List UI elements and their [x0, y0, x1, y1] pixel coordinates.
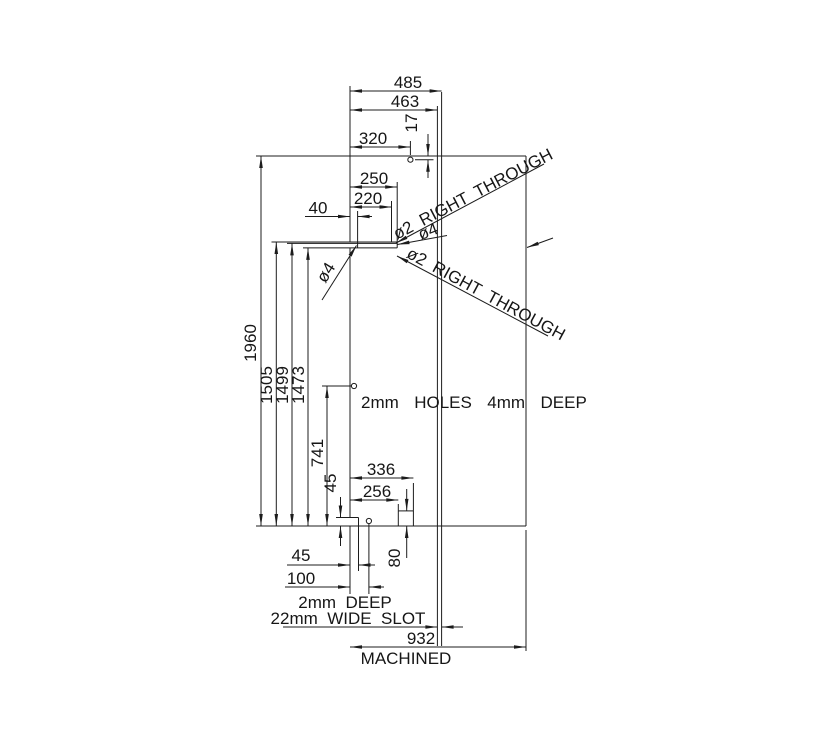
dim-250: 250 [360, 169, 388, 188]
dim-1505: 1505 [257, 366, 276, 404]
dim-485: 485 [394, 73, 422, 92]
leader-dia4-right [397, 235, 448, 245]
through-note-bottom: ø2 RIGHT THROUGH [404, 244, 569, 345]
leader-dia4-left [321, 245, 357, 301]
slot-edge-lines [436, 92, 443, 646]
hole-top [407, 156, 414, 163]
dim-1499: 1499 [273, 366, 292, 404]
dim-45-bottom: 45 [292, 546, 311, 565]
dim-17: 17 [402, 114, 421, 133]
dim-80: 80 [385, 549, 404, 568]
dim-1960: 1960 [241, 324, 260, 362]
dim-932: 932 [407, 629, 435, 648]
slot-note-line1: 2mm DEEP [298, 593, 392, 612]
machined-label: MACHINED [361, 649, 452, 668]
edge-pointer-arrow [526, 237, 554, 248]
small-dimension-arrows [283, 134, 463, 629]
dimension-labels: 485 463 320 17 250 220 40 1960 1505 1499… [241, 73, 435, 648]
leader-through-bottom [396, 255, 549, 337]
leader-through-top [395, 163, 545, 244]
hole-middle [350, 382, 358, 390]
leader-lines [321, 163, 554, 337]
holes-note: 2mm HOLES 4mm DEEP [361, 393, 587, 412]
dimension-lines [259, 89, 526, 649]
dim-741: 741 [308, 439, 327, 467]
note-labels: 2mm HOLES 4mm DEEP 2mm DEEP 22mm WIDE SL… [271, 145, 587, 668]
dim-1473: 1473 [289, 366, 308, 404]
dim-100: 100 [287, 569, 315, 588]
through-note-top: ø2 RIGHT THROUGH [390, 145, 556, 244]
dim-40: 40 [309, 199, 328, 218]
drilled-holes [350, 156, 414, 525]
dia4-note-left: ø4 [313, 259, 340, 286]
dim-463: 463 [391, 92, 419, 111]
dim-220: 220 [354, 189, 382, 208]
dim-336: 336 [367, 460, 395, 479]
dim-256: 256 [363, 482, 391, 501]
dim-320: 320 [359, 129, 387, 148]
hole-bottom [365, 517, 372, 525]
slot-note-line2: 22mm WIDE SLOT [271, 609, 426, 628]
dim-45-depth: 45 [321, 474, 340, 493]
